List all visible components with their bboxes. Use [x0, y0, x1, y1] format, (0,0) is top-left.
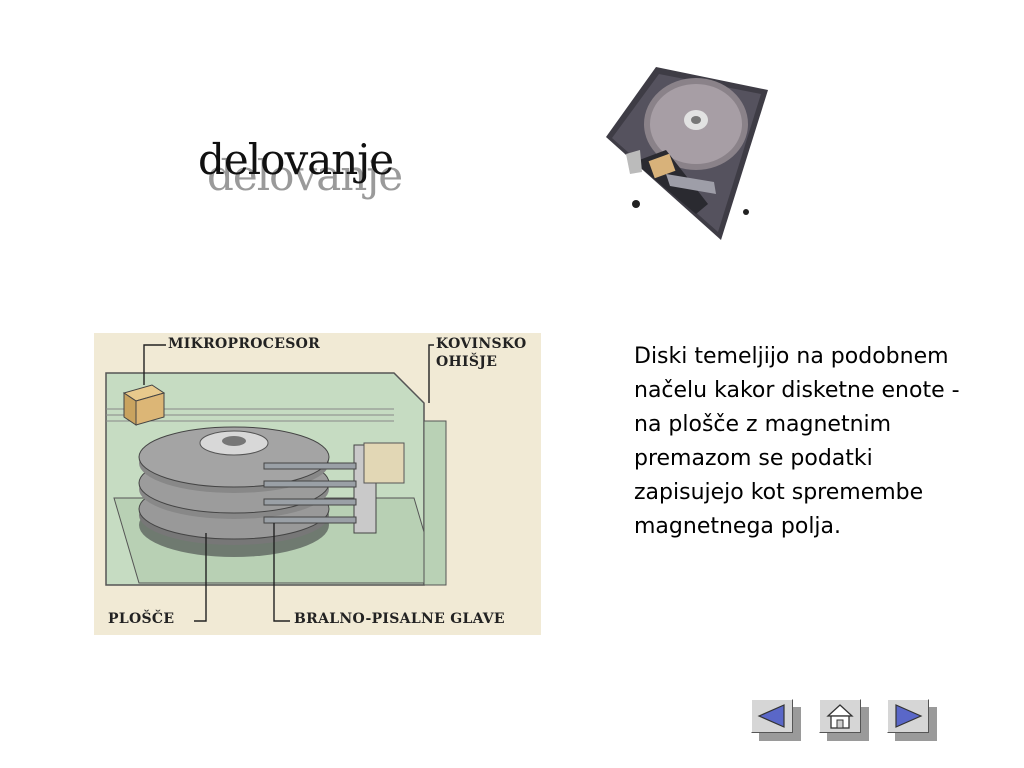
hard-disk-photo — [606, 67, 768, 240]
triangle-right-icon — [895, 704, 923, 728]
label-metal-housing-line2: OHIŠJE — [436, 354, 498, 370]
slide-title-group: delovanje delovanje — [198, 135, 418, 205]
next-slide-button[interactable] — [887, 699, 937, 741]
label-read-write-heads: BRALNO-PISALNE GLAVE — [294, 611, 505, 627]
label-microprocessor: MIKROPROCESOR — [168, 336, 321, 352]
slide-description: Diski temeljijo na podobnem načelu kakor… — [634, 344, 960, 539]
slide-title: delovanje — [198, 135, 394, 184]
previous-slide-button[interactable] — [751, 699, 801, 741]
disk-diagram-drawing — [105, 344, 447, 622]
triangle-left-icon — [757, 704, 785, 728]
disk-diagram: MIKROPROCESOR KOVINSKO OHIŠJE PLOŠČE BRA… — [94, 333, 541, 635]
slide-title-shadow: delovanje — [207, 151, 403, 200]
label-platters: PLOŠČE — [108, 611, 175, 627]
label-metal-housing-line1: KOVINSKO — [436, 336, 527, 352]
house-icon — [826, 704, 854, 729]
home-button[interactable] — [819, 699, 869, 741]
